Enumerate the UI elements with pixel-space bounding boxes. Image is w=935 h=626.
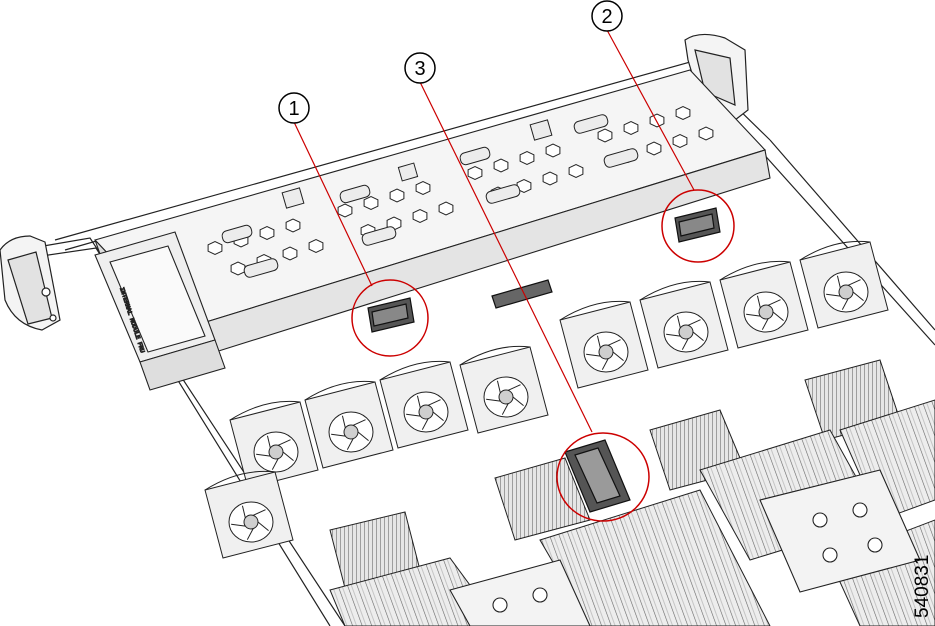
callout-1-number: 1 — [288, 98, 299, 120]
vent-hole — [646, 141, 662, 156]
fan-module — [229, 400, 319, 489]
callout-1-leader — [293, 121, 373, 287]
vent-hole — [545, 143, 561, 158]
fan-module — [639, 280, 729, 369]
midplane-connector — [491, 279, 553, 309]
vent-hole — [363, 196, 379, 210]
connector-3 — [564, 439, 631, 513]
callout-3-leader — [419, 81, 593, 433]
callout-1-highlight — [351, 279, 429, 357]
vent-hole — [285, 218, 301, 233]
callout-2-leader — [606, 29, 695, 191]
vent-hole — [493, 158, 509, 173]
connector-1 — [367, 297, 415, 333]
cpu-retention-plates — [449, 469, 921, 626]
fan-modules — [204, 240, 889, 559]
vent-hole — [438, 201, 454, 216]
vent-hole — [282, 246, 298, 261]
fan-module — [379, 360, 469, 449]
callout-1: 1 — [278, 92, 310, 124]
figure-id: 540831 — [912, 555, 933, 618]
callout-3-number: 3 — [414, 58, 425, 80]
vent-hole — [308, 239, 324, 253]
callout-3-highlight — [556, 432, 650, 522]
bracket-fasteners — [221, 114, 639, 278]
callout-group: 1 2 3 — [278, 0, 735, 522]
vent-hole — [230, 261, 246, 276]
vent-hole — [516, 179, 532, 193]
vent-hole — [672, 134, 688, 148]
callout-2: 2 — [591, 0, 623, 32]
vent-hole — [597, 128, 613, 143]
vent-hole — [259, 226, 275, 240]
vent-hole — [389, 188, 405, 203]
fan-module — [719, 260, 809, 349]
callout-2-number: 2 — [601, 6, 612, 28]
vent-hole — [623, 121, 639, 135]
fan-module — [304, 380, 394, 469]
vent-hole — [698, 126, 714, 141]
fan-module — [559, 300, 649, 389]
vent-hole — [568, 164, 584, 178]
vent-hole — [542, 171, 558, 186]
vent-hole — [675, 106, 691, 120]
fan-module — [799, 240, 889, 329]
callout-3: 3 — [404, 52, 436, 84]
connector-2 — [674, 207, 721, 243]
vent-hole — [337, 203, 353, 218]
vent-hole — [649, 113, 665, 128]
vent-hole — [207, 241, 223, 255]
callout-2-highlight — [661, 189, 735, 263]
vent-hole — [415, 181, 431, 195]
vent-hole — [519, 151, 535, 165]
vent-hole — [467, 166, 483, 180]
vent-hole — [412, 209, 428, 223]
vent-holes — [152, 106, 714, 298]
fan-module — [204, 470, 294, 559]
fan-module — [459, 345, 549, 434]
left-rack-ear — [0, 235, 61, 331]
